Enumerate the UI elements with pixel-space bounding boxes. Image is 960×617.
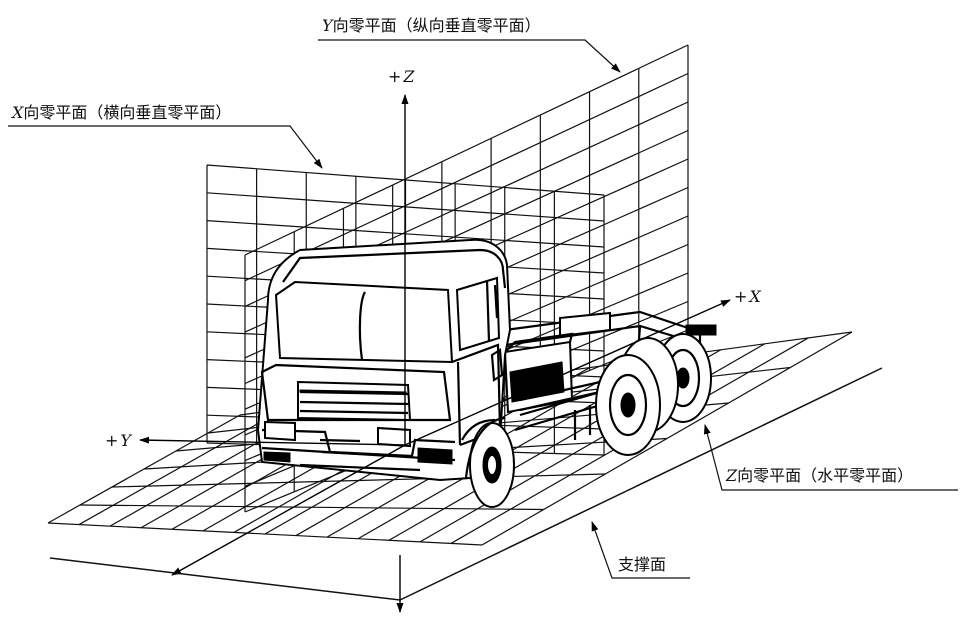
y-axis [139, 436, 406, 446]
y-plane-leader [318, 39, 621, 73]
z-grid-line-v [111, 473, 606, 488]
x-plane-leader [8, 125, 323, 169]
z-grid-line-v [79, 504, 544, 511]
x-axis-back [171, 444, 406, 576]
truck-icon [256, 238, 717, 508]
plus-x-label: +X [734, 287, 761, 306]
z-plane-leader [703, 424, 958, 491]
x-plane-label: X向零平面（横向垂直零平面） [10, 103, 231, 122]
y-plane-label: Y向零平面（纵向垂直零平面） [322, 16, 541, 35]
x-axis [404, 299, 731, 446]
plus-y-label: +Y [105, 431, 132, 450]
z-plane-label: Z向零平面（水平零平面） [725, 466, 913, 485]
y-grid-line-v [244, 44, 689, 256]
support-leader [591, 521, 690, 579]
z-grid-line-v [47, 522, 483, 546]
y-grid-line-v [244, 72, 689, 282]
support-label: 支撑面 [618, 555, 666, 574]
plus-z-label: +Z [388, 67, 415, 86]
